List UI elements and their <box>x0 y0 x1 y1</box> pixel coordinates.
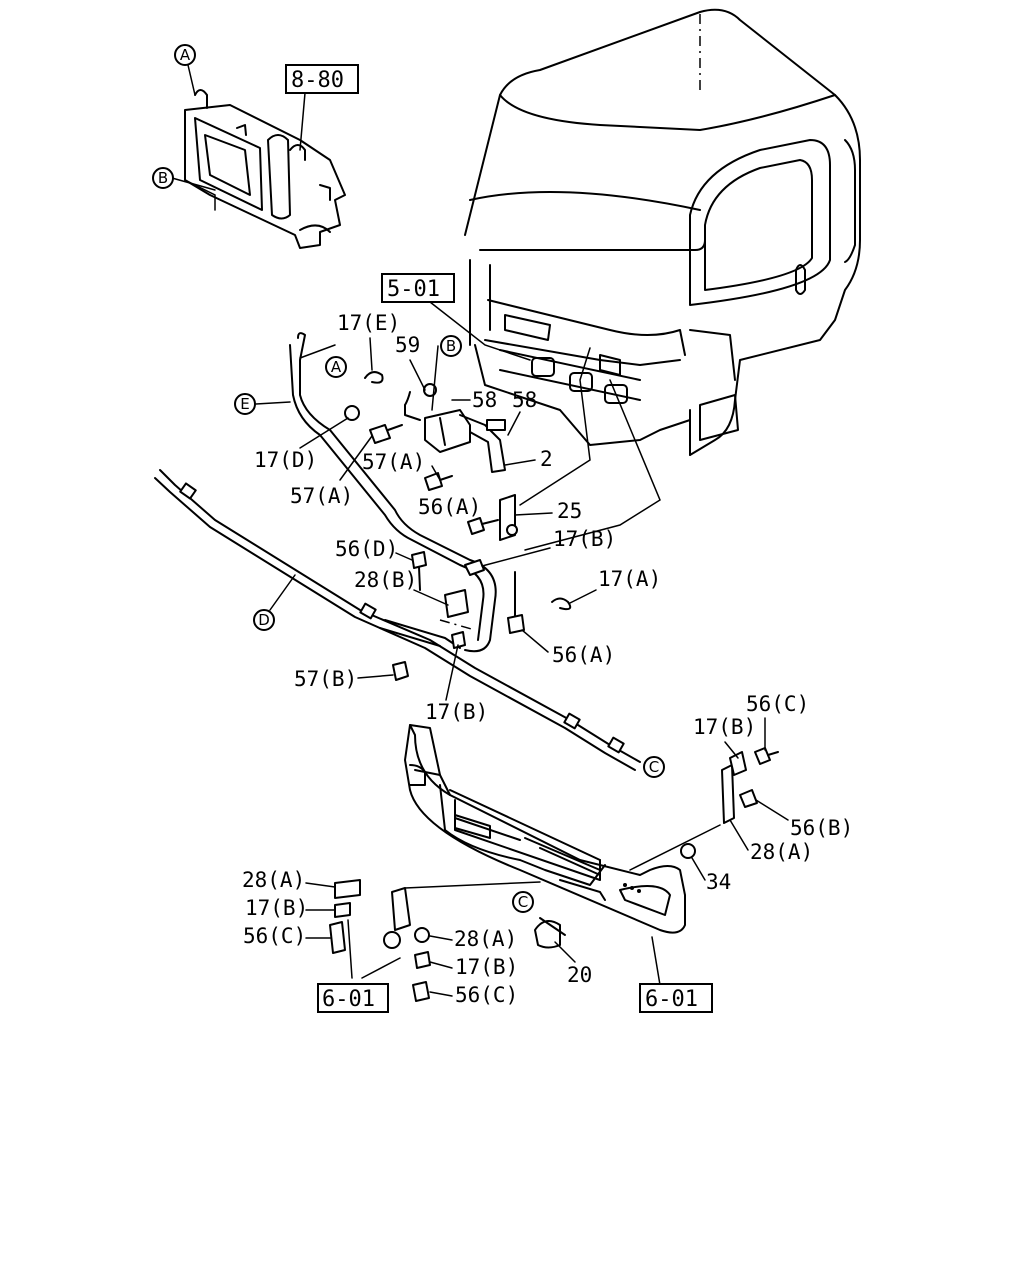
marker-b-top[interactable]: B <box>152 167 174 189</box>
label-17b-2[interactable]: 17(B) <box>425 700 488 724</box>
ref-box-5-01-label: 5-01 <box>387 277 440 302</box>
marker-c-right-label: C <box>649 758 659 776</box>
label-56c-1[interactable]: 56(C) <box>746 692 809 716</box>
ref-box-6-01-right-label: 6-01 <box>645 987 698 1012</box>
label-57a-1[interactable]: 57(A) <box>362 450 425 474</box>
label-17a[interactable]: 17(A) <box>598 567 661 591</box>
label-28a-2[interactable]: 28(A) <box>242 868 305 892</box>
label-17b-5[interactable]: 17(B) <box>455 955 518 979</box>
truck-cab <box>464 8 861 456</box>
marker-b-mid[interactable]: B <box>431 335 462 411</box>
marker-a-top[interactable]: A <box>174 44 196 96</box>
washer-tank <box>171 89 346 249</box>
label-17d[interactable]: 17(D) <box>254 448 317 472</box>
ref-box-8-80-label: 8-80 <box>291 68 344 93</box>
front-bumper <box>329 724 779 1002</box>
ref-box-6-01-left-label: 6-01 <box>322 987 375 1012</box>
label-2[interactable]: 2 <box>540 447 553 471</box>
marker-a-top-label: A <box>180 46 191 64</box>
marker-c-bumper-label: C <box>518 893 528 911</box>
marker-c-bumper[interactable]: C <box>512 891 534 913</box>
label-28a-1[interactable]: 28(A) <box>750 840 813 864</box>
label-25[interactable]: 25 <box>557 499 582 523</box>
label-57a-2[interactable]: 57(A) <box>290 484 353 508</box>
label-17e[interactable]: 17(E) <box>337 311 400 335</box>
label-59[interactable]: 59 <box>395 333 420 357</box>
label-58-b[interactable]: 58 <box>512 388 537 412</box>
label-56d[interactable]: 56(D) <box>335 537 398 561</box>
marker-d[interactable]: D <box>253 574 296 631</box>
marker-b-top-label: B <box>158 169 168 187</box>
label-17b-1[interactable]: 17(B) <box>553 527 616 551</box>
ref-box-6-01-left[interactable]: 6-01 <box>317 983 389 1013</box>
label-17b-3[interactable]: 17(B) <box>693 715 756 739</box>
marker-e-label: E <box>240 395 249 413</box>
marker-c-right[interactable]: C <box>643 756 665 778</box>
label-56c-3[interactable]: 56(C) <box>455 983 518 1007</box>
label-56a-2[interactable]: 56(A) <box>552 643 615 667</box>
part-labels: 17(E) 59 58 58 17(D) 57(A) 57(A) 2 56(A)… <box>242 311 853 1007</box>
label-56c-2[interactable]: 56(C) <box>243 924 306 948</box>
marker-a-mid-label: A <box>331 358 342 376</box>
marker-e[interactable]: E <box>234 393 291 415</box>
label-28b[interactable]: 28(B) <box>354 568 417 592</box>
label-56b[interactable]: 56(B) <box>790 816 853 840</box>
label-17b-4[interactable]: 17(B) <box>245 896 308 920</box>
washer-hose-assembly <box>154 332 661 771</box>
label-57b[interactable]: 57(B) <box>294 667 357 691</box>
ref-box-8-80[interactable]: 8-80 <box>285 64 359 151</box>
label-20[interactable]: 20 <box>567 963 592 987</box>
ref-box-6-01-right[interactable]: 6-01 <box>639 983 713 1013</box>
label-34[interactable]: 34 <box>706 870 731 894</box>
marker-d-label: D <box>258 611 270 629</box>
ref-box-5-01[interactable]: 5-01 <box>381 273 531 361</box>
label-56a-1[interactable]: 56(A) <box>418 495 481 519</box>
label-28a-3[interactable]: 28(A) <box>454 927 517 951</box>
label-58-a[interactable]: 58 <box>472 388 497 412</box>
marker-b-mid-label: B <box>446 337 456 355</box>
marker-a-mid[interactable]: A <box>325 356 347 378</box>
